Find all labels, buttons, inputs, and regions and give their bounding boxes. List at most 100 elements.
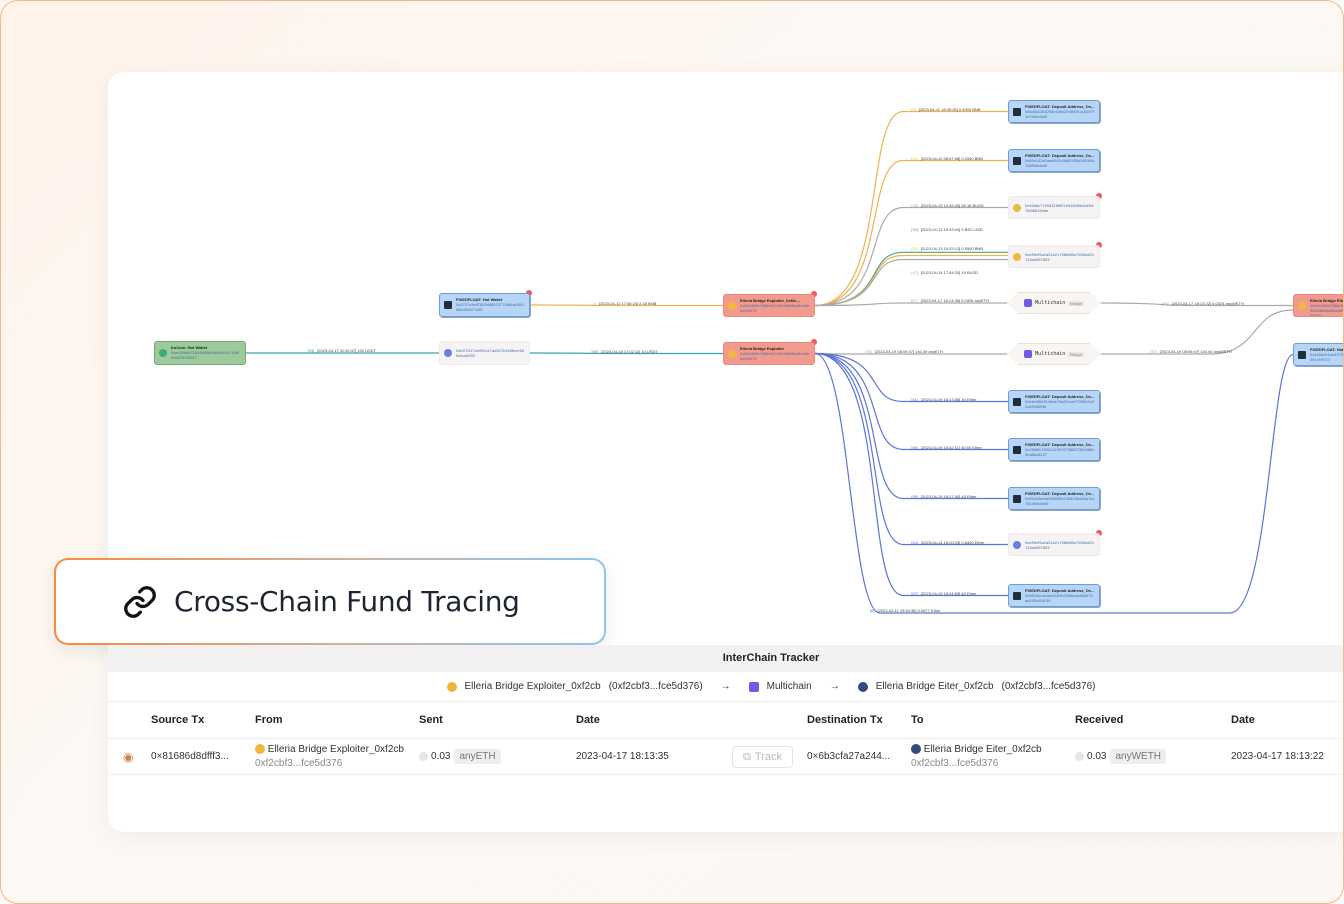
- edge-index: [18]: [911, 202, 918, 208]
- edge-label[interactable]: [53][2023-04-17 11:32:47] 100 USDT: [308, 348, 377, 353]
- track-button[interactable]: ⧉Track: [732, 746, 793, 768]
- edge-text: [2023-04-17 18:13:35] 0.0326 anyETH: [920, 298, 989, 303]
- edge-label[interactable]: [30][2023-04-13 19:33:04] 3 BSC-USD: [911, 227, 983, 232]
- edge-label[interactable]: [75][2023-04-19 08:09:47] 140.40 anyWETH: [1150, 349, 1232, 354]
- graph-node-d5[interactable]: FIXEDFLOAT: Deposit Address_Ox...0x95c63…: [1008, 487, 1100, 510]
- edge-line[interactable]: [814, 302, 1007, 307]
- chain-icon: [728, 302, 736, 310]
- graph-node-eiter[interactable]: Elleria Bridge Eiter_...0xf2cbf39e7668e6…: [1293, 294, 1344, 317]
- source-date: 2023-04-17 18:13:35: [576, 751, 669, 762]
- node-address: 0x4e5b2e1dc6379c436c7e9727: [1310, 352, 1344, 362]
- edge-line[interactable]: [814, 352, 1008, 500]
- edge-label[interactable]: [40][2023-04-14 18:20:23] 0.8400 Ether: [911, 540, 984, 545]
- edge-text: [2023-04-19 18:24:59] 40 Ether: [920, 590, 977, 596]
- col-source-tx: Source Tx: [151, 714, 205, 726]
- link-icon: [124, 585, 156, 618]
- route-to[interactable]: Elleria Bridge Eiter_0xf2cb: [875, 681, 994, 692]
- edge-label[interactable]: [4][2023-04-11 17:55:24] 2.45 BNB: [592, 301, 657, 306]
- table-header: Source Tx From Sent Date Destination Tx …: [108, 702, 1344, 739]
- chain-icon: [1013, 398, 1021, 406]
- edge-label[interactable]: [68][2023-04-18 17:02:11] 10 USDT: [592, 349, 658, 354]
- graph-node-g3[interactable]: 0xef9b99a2a21e21798fe86e7256bd23745a3d57…: [1008, 533, 1100, 556]
- edge-label[interactable]: [47][2023-04-14 17:54:20] 10 BUSD: [911, 270, 978, 275]
- route-to-addr: (0xf2cbf3...fce5d376): [1001, 681, 1096, 692]
- eye-icon[interactable]: ◉: [123, 750, 134, 764]
- edge-line[interactable]: [529, 352, 723, 355]
- chain-icon: [444, 349, 452, 357]
- route-from-addr: (0xf2cbf3...fce5d376): [608, 681, 703, 692]
- multichain-icon: [1024, 350, 1033, 358]
- edge-line[interactable]: [814, 258, 1008, 307]
- destination-date: 2023-04-17 18:13:22: [1231, 751, 1324, 762]
- edge-line[interactable]: [814, 352, 1008, 546]
- edge-index: [12]: [911, 155, 918, 161]
- edge-index: [68]: [591, 348, 599, 354]
- graph-node-d4[interactable]: FIXEDFLOAT: Deposit Address_Ox...0x2f8d5…: [1008, 438, 1100, 461]
- route-from[interactable]: Elleria Bridge Exploiter_0xf2cb: [464, 681, 601, 692]
- edge-line[interactable]: [814, 352, 1008, 597]
- graph-node-d6[interactable]: FIXEDFLOAT: Deposit Address_Ox...0x9616e…: [1008, 584, 1100, 607]
- chain-icon: [1298, 302, 1306, 310]
- edge-index: [5]: [911, 106, 916, 112]
- chain-icon: [1013, 204, 1021, 212]
- badge-title: Cross-Chain Fund Tracing: [174, 585, 520, 618]
- edge-line[interactable]: [1100, 302, 1293, 307]
- edge-index: [75]: [1150, 349, 1157, 354]
- edge-index: [40]: [911, 539, 918, 545]
- graph-node-ffhot2[interactable]: FIXEDFLOAT: Hot W...0x4e5b2e1dc6379c436c…: [1293, 343, 1344, 366]
- edge-label[interactable]: [5][2023-04-11 18:39:28] 0.4900 BNB: [911, 107, 980, 112]
- edge-label[interactable]: [6][2023-04-11 19:40:35] 0.0877 Ether: [870, 608, 941, 613]
- edge-line[interactable]: [814, 352, 1008, 451]
- node-title: KuCoin: Hot Wallet: [171, 345, 208, 350]
- edge-line[interactable]: [814, 159, 1008, 307]
- graph-node-expl2[interactable]: Elleria Bridge Exploiter_0xf2c...0xf2cbf…: [723, 294, 815, 317]
- to-name[interactable]: Elleria Bridge Eiter_0xf2cb: [923, 744, 1042, 755]
- edge-line[interactable]: [814, 206, 1008, 307]
- edge-label[interactable]: [78][2023-04-19 08:09:47] 140.39 anyETH: [865, 349, 943, 354]
- received-token: anyWETH: [1110, 749, 1167, 764]
- node-title: FIXEDFLOAT: Deposit Address_Ox...: [1025, 104, 1095, 109]
- edge-line[interactable]: [814, 352, 1294, 614]
- from-name[interactable]: Elleria Bridge Exploiter_0xf2cb: [267, 744, 404, 755]
- graph-node-mid[interactable]: 0xfd71917cb992c17ad317b1b3fece5d5efca629…: [439, 341, 530, 365]
- edge-label[interactable]: [58][2023-04-17 18:13:22] 0.0324 anyWETH: [1162, 301, 1244, 306]
- edge-line[interactable]: [1101, 309, 1294, 355]
- edge-text: [2023-04-11 17:55:24] 2.45 BNB: [598, 300, 657, 306]
- edge-label[interactable]: [18][2023-04-12 12:26:43] 50.16 BUSD: [911, 203, 983, 208]
- eth-coin-icon: [857, 681, 868, 692]
- edge-line[interactable]: [814, 110, 1008, 307]
- route-bridge[interactable]: Multichain: [766, 681, 812, 692]
- edge-label[interactable]: [87][2023-04-19 18:24:59] 40 Ether: [911, 591, 976, 596]
- edge-label[interactable]: [31][2023-04-13 19:33:13] 0.5500 BNB: [911, 246, 983, 251]
- destination-tx[interactable]: 0×6b3cfa27a244...: [807, 751, 891, 762]
- node-title: Elleria Bridge Eiter_...: [1310, 298, 1344, 303]
- node-address: 0x2f8d5c7532c12457673882236d58819ba86c81…: [1025, 447, 1095, 457]
- graph-node-g1[interactable]: 0x46d6c77994316f857e918269d4d2f47f635615…: [1008, 196, 1100, 219]
- graph-node-d3[interactable]: FIXEDFLOAT: Deposit Address_Ox...0xfdc49…: [1008, 390, 1100, 413]
- edge-text: [2023-04-19 08:09:47] 140.39 anyETH: [874, 349, 943, 354]
- edge-line[interactable]: [529, 304, 723, 307]
- help-icon: [1075, 751, 1084, 761]
- edge-label[interactable]: [12][2023-04-12 08:57:58] 0.2000 BNB: [911, 156, 983, 161]
- source-tx[interactable]: 0×81686d8dfff3...: [151, 751, 229, 762]
- table-row: ◉ 0×81686d8dfff3... Elleria Bridge Explo…: [108, 739, 1344, 775]
- edge-label[interactable]: [57][2023-04-17 18:13:35] 0.0326 anyETH: [911, 298, 989, 303]
- node-address: 0x95c63edda7683f361336236a35a7a47814f96d…: [1025, 496, 1095, 506]
- chain-icon: [1298, 351, 1306, 359]
- graph-node-d2[interactable]: FIXEDFLOAT: Deposit Address_Ox...0x59b14…: [1008, 149, 1100, 172]
- node-title: Elleria Bridge Exploiter_0xf2c...: [740, 298, 800, 303]
- col-received: Received: [1075, 714, 1124, 726]
- edge-label[interactable]: [95][2023-04-19 18:17:50] 40 Ether: [911, 494, 976, 499]
- edge-label[interactable]: [81][2023-04-19 18:13:58] 30 Ether: [911, 397, 976, 402]
- graph-node-d1[interactable]: FIXEDFLOAT: Deposit Address_Ox...0x8d34c…: [1008, 100, 1100, 123]
- graph-node-g2[interactable]: 0xef9b99a2a21e21798fe86e7256bd23745a3d57…: [1008, 245, 1100, 268]
- edge-label[interactable]: [86][2023-04-19 18:32:11] 30.50 Ether: [911, 445, 982, 450]
- edge-line[interactable]: [814, 352, 1008, 403]
- col-destination-tx: Destination Tx: [807, 714, 883, 726]
